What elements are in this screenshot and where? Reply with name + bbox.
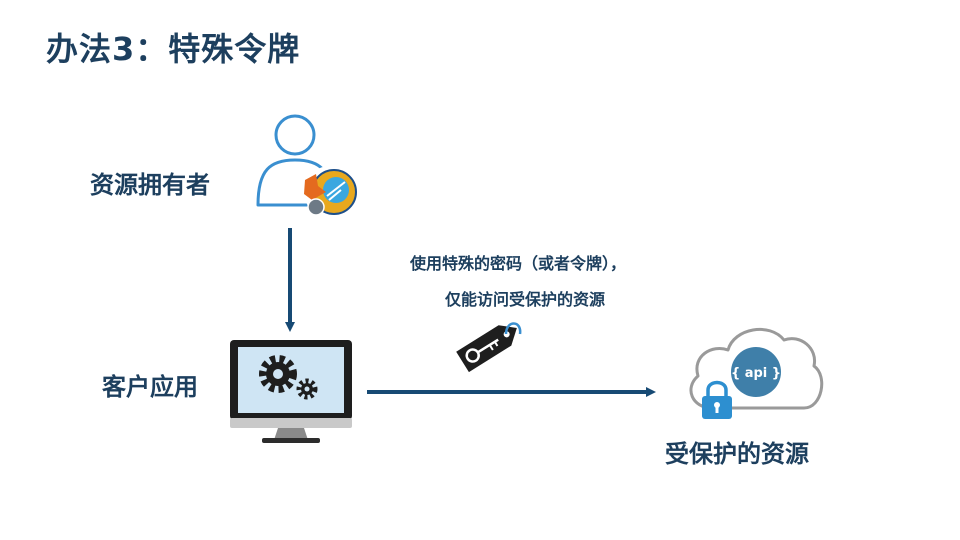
note-line-1: 使用特殊的密码（或者令牌），	[410, 254, 627, 273]
browser-icon	[304, 166, 357, 218]
note-line-2: 仅能访问受保护的资源	[445, 290, 606, 309]
client-app-label: 客户应用	[102, 373, 198, 401]
monitor-icon	[230, 340, 352, 443]
api-badge	[731, 347, 781, 397]
key-tag-icon	[456, 322, 522, 373]
resource-owner-label: 资源拥有者	[90, 171, 210, 199]
gear-icon	[259, 355, 318, 400]
protected-resource-label: 受保护的资源	[665, 440, 809, 468]
lock-icon	[702, 380, 732, 419]
page-title: 办法3：特殊令牌	[46, 30, 301, 68]
api-badge-label: { api }	[731, 366, 781, 381]
